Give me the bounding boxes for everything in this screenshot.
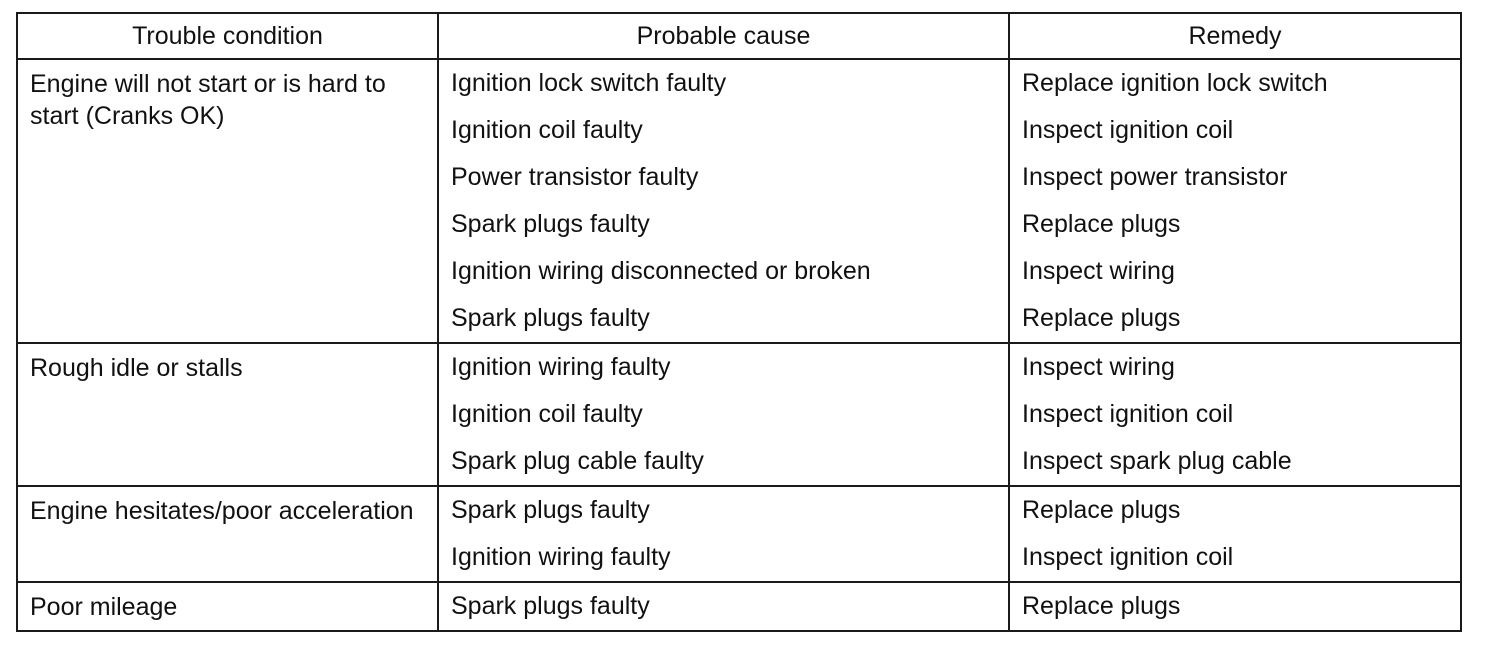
trouble-condition-cell: Rough idle or stalls: [16, 342, 439, 486]
header-remedy: Remedy: [1008, 12, 1462, 60]
probable-cause-cell: Ignition lock switch faulty: [437, 59, 1010, 107]
remedy-cell: Replace ignition lock switch: [1008, 59, 1462, 107]
remedy-cell: Inspect wiring: [1008, 248, 1462, 295]
trouble-condition-cell: Engine hesitates/poor acceleration: [16, 485, 439, 582]
table-row: Engine will not start or is hard to star…: [16, 59, 1462, 343]
probable-cause-cell: Spark plugs faulty: [437, 581, 1010, 631]
remedy-cell: Inspect ignition coil: [1008, 391, 1462, 438]
table-body: Engine will not start or is hard to star…: [16, 59, 1462, 631]
trouble-condition-cell: Engine will not start or is hard to star…: [16, 59, 439, 343]
probable-cause-cell: Spark plugs faulty: [437, 295, 1010, 343]
remedy-cell: Inspect power transistor: [1008, 154, 1462, 201]
probable-cause-cell: Ignition wiring faulty: [437, 534, 1010, 582]
probable-cause-cell: Spark plugs faulty: [437, 201, 1010, 248]
trouble-condition-cell: Poor mileage: [16, 581, 439, 631]
troubleshooting-table: Trouble condition Probable cause Remedy …: [16, 12, 1462, 632]
remedy-cell: Inspect wiring: [1008, 342, 1462, 391]
remedy-cell: Replace plugs: [1008, 295, 1462, 343]
table-header: Trouble condition Probable cause Remedy: [16, 12, 1462, 60]
probable-cause-cell: Ignition coil faulty: [437, 391, 1010, 438]
probable-cause-cell: Spark plugs faulty: [437, 485, 1010, 534]
remedy-cell: Inspect ignition coil: [1008, 534, 1462, 582]
remedy-cell: Replace plugs: [1008, 581, 1462, 631]
probable-cause-cell: Spark plug cable faulty: [437, 438, 1010, 486]
probable-cause-cell: Ignition wiring faulty: [437, 342, 1010, 391]
remedy-cell: Replace plugs: [1008, 485, 1462, 534]
header-row: Trouble condition Probable cause Remedy: [16, 12, 1462, 60]
probable-cause-cell: Ignition coil faulty: [437, 107, 1010, 154]
probable-cause-cell: Power transistor faulty: [437, 154, 1010, 201]
remedy-cell: Inspect ignition coil: [1008, 107, 1462, 154]
probable-cause-cell: Ignition wiring disconnected or broken: [437, 248, 1010, 295]
header-probable-cause: Probable cause: [437, 12, 1010, 60]
remedy-cell: Inspect spark plug cable: [1008, 438, 1462, 486]
header-trouble-condition: Trouble condition: [16, 12, 439, 60]
remedy-cell: Replace plugs: [1008, 201, 1462, 248]
